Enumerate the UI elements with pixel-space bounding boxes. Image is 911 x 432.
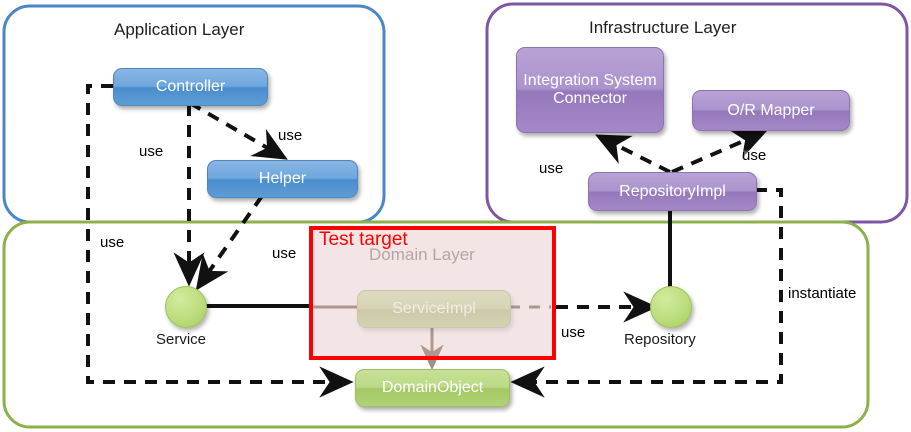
node-or-mapper-label: O/R Mapper xyxy=(727,101,815,119)
edge-label-use-controller-service: use xyxy=(139,143,164,160)
node-service-impl[interactable]: ServiceImpl xyxy=(357,290,511,328)
interface-repository[interactable] xyxy=(650,286,692,328)
node-repository-impl[interactable]: RepositoryImpl xyxy=(588,172,757,211)
edge-controller-to-helper xyxy=(188,101,288,160)
node-repository-impl-label: RepositoryImpl xyxy=(619,182,726,200)
node-domain-object-label: DomainObject xyxy=(381,379,484,397)
edge-service-to-serviceimpl xyxy=(205,304,357,309)
edge-controller-to-domainobject xyxy=(86,84,354,398)
edge-label-use-controller-helper: use xyxy=(278,127,303,144)
test-target-box xyxy=(309,226,556,360)
interface-service-label: Service xyxy=(156,331,207,348)
node-helper-label: Helper xyxy=(258,170,307,188)
edge-label-instantiate-repositoryimpl-domainobject: instantiate xyxy=(788,285,857,302)
edge-label-use-repositoryimpl-connector: use xyxy=(539,160,564,177)
node-domain-object[interactable]: DomainObject xyxy=(355,369,510,407)
layer-title-domain: Domain Layer xyxy=(369,245,475,264)
edge-label-use-helper-service: use xyxy=(272,245,297,262)
layer-title-application: Application Layer xyxy=(114,20,245,39)
edge-helper-to-service xyxy=(195,194,264,291)
edge-label-use-controller-domainobject: use xyxy=(100,234,125,251)
test-target-label: Test target xyxy=(319,229,408,250)
node-controller-label: Controller xyxy=(155,78,226,96)
edge-repositoryimpl-to-ormapper xyxy=(671,130,768,174)
interface-repository-label: Repository xyxy=(624,331,696,348)
layer-title-infrastructure: Infrastructure Layer xyxy=(589,18,737,37)
node-controller[interactable]: Controller xyxy=(113,68,268,106)
layer-frame-domain xyxy=(2,220,870,429)
interface-service[interactable] xyxy=(165,286,207,328)
node-or-mapper[interactable]: O/R Mapper xyxy=(692,90,850,131)
node-helper[interactable]: Helper xyxy=(207,160,358,198)
edge-label-use-serviceimpl-repository: use xyxy=(561,324,586,341)
node-service-impl-label: ServiceImpl xyxy=(392,300,476,318)
node-integration-system-connector-label: Integration System Connector xyxy=(523,72,657,107)
edge-repositoryimpl-to-connector xyxy=(594,134,671,174)
node-integration-system-connector[interactable]: Integration System Connector xyxy=(516,47,664,133)
edge-label-use-repositoryimpl-ormapper: use xyxy=(742,147,767,164)
